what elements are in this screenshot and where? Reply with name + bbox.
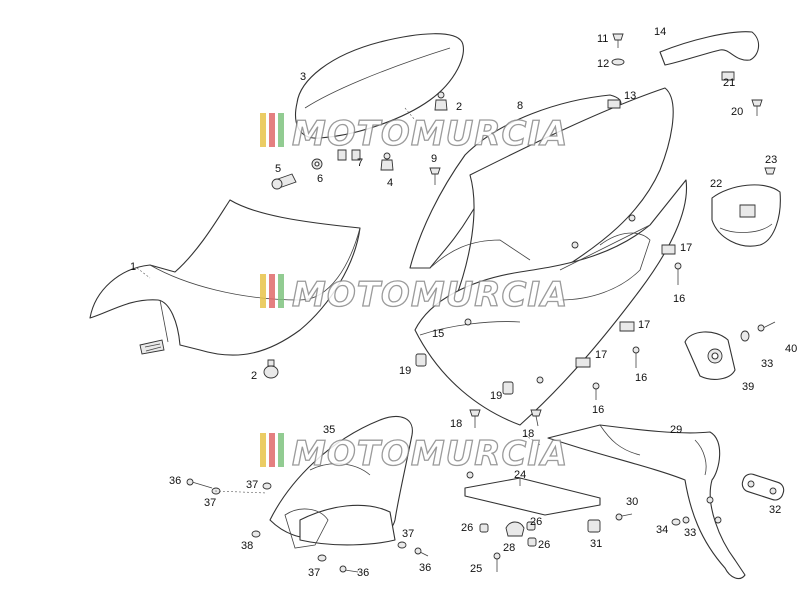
watermark-text: MOTOMURCIA [292, 275, 568, 315]
part-39-mount [684, 321, 776, 380]
callout-6: 6 [317, 173, 323, 185]
lower-hardware [186, 478, 690, 573]
part-8-15-tail-fairing [409, 87, 688, 426]
callout-22: 22 [710, 178, 722, 190]
watermark-stripe-3 [278, 113, 284, 147]
callout-34: 34 [656, 524, 668, 536]
callout-4: 4 [387, 177, 393, 189]
callout-37: 37 [204, 497, 216, 509]
part-3-rear-seat [295, 33, 464, 139]
callout-16: 16 [635, 372, 647, 384]
callout-11: 11 [597, 33, 608, 45]
callout-21: 21 [723, 77, 735, 89]
callout-37: 37 [402, 528, 414, 540]
callout-38: 38 [241, 540, 253, 552]
callout-30: 30 [626, 496, 638, 508]
callout-13: 13 [624, 90, 636, 102]
callout-39: 39 [742, 381, 754, 393]
callout-35: 35 [323, 424, 335, 436]
callout-26: 26 [538, 539, 550, 551]
callout-5: 5 [275, 163, 281, 175]
watermark-stripe-2 [269, 274, 275, 308]
part-29-plate-holder [547, 424, 746, 580]
part-14-tail-cover [607, 31, 760, 109]
callout-36: 36 [169, 475, 181, 487]
callouts: 1 2 2 3 4 5 6 7 8 9 11 12 13 14 15 16 16… [130, 26, 797, 579]
callout-8: 8 [517, 100, 523, 112]
callout-28: 28 [503, 542, 515, 554]
callout-9: 9 [431, 153, 437, 165]
screws [429, 33, 776, 185]
callout-16: 16 [673, 293, 685, 305]
callout-18: 18 [450, 418, 462, 430]
callout-29: 29 [670, 424, 682, 436]
part-22-bracket [711, 184, 781, 247]
callout-16: 16 [592, 404, 604, 416]
watermark-text: MOTOMURCIA [292, 114, 568, 154]
callout-36: 36 [357, 567, 369, 579]
callout-2: 2 [456, 101, 462, 113]
part-24-plate [464, 471, 601, 516]
callout-36: 36 [419, 562, 431, 574]
watermark-stripe-1 [260, 113, 266, 147]
callout-19: 19 [490, 390, 502, 402]
callout-17: 17 [595, 349, 607, 361]
watermark-top: MOTOMURCIA [260, 113, 568, 155]
clip-nuts [575, 244, 682, 400]
callout-17: 17 [638, 319, 650, 331]
watermark-stripe-2 [269, 113, 275, 147]
callout-33: 33 [684, 527, 696, 539]
callout-1: 1 [130, 261, 136, 273]
callout-32: 32 [769, 504, 781, 516]
callout-37: 37 [246, 479, 258, 491]
watermark-text: MOTOMURCIA [292, 434, 568, 474]
callout-40: 40 [785, 343, 797, 355]
callout-24: 24 [514, 469, 526, 481]
callout-12: 12 [597, 58, 609, 70]
part-35-lower-panel [269, 416, 413, 549]
callout-26: 26 [461, 522, 473, 534]
part-32-reflector [741, 473, 785, 501]
callout-31: 31 [590, 538, 602, 550]
leader-lines [136, 107, 541, 494]
callout-37: 37 [308, 567, 320, 579]
callout-33: 33 [761, 358, 773, 370]
callout-23: 23 [765, 154, 777, 166]
watermark-stripe-3 [278, 433, 284, 467]
seat-fasteners [263, 91, 448, 379]
callout-15: 15 [432, 328, 444, 340]
callout-17: 17 [680, 242, 692, 254]
callout-14: 14 [654, 26, 666, 38]
callout-19: 19 [399, 365, 411, 377]
callout-20: 20 [731, 106, 743, 118]
watermark-stripe-1 [260, 433, 266, 467]
watermark-stripe-3 [278, 274, 284, 308]
watermark-stripe-2 [269, 433, 275, 467]
spacers [415, 353, 542, 428]
watermark-middle: MOTOMURCIA [260, 274, 568, 316]
watermark-stripe-1 [260, 274, 266, 308]
callout-25: 25 [470, 563, 482, 575]
callout-3: 3 [300, 71, 306, 83]
part-1-rider-seat [89, 199, 361, 356]
callout-2: 2 [251, 370, 257, 382]
watermark-bottom: MOTOMURCIA [260, 433, 568, 475]
callout-26: 26 [530, 516, 542, 528]
callout-7: 7 [357, 157, 363, 169]
callout-18: 18 [522, 428, 534, 440]
